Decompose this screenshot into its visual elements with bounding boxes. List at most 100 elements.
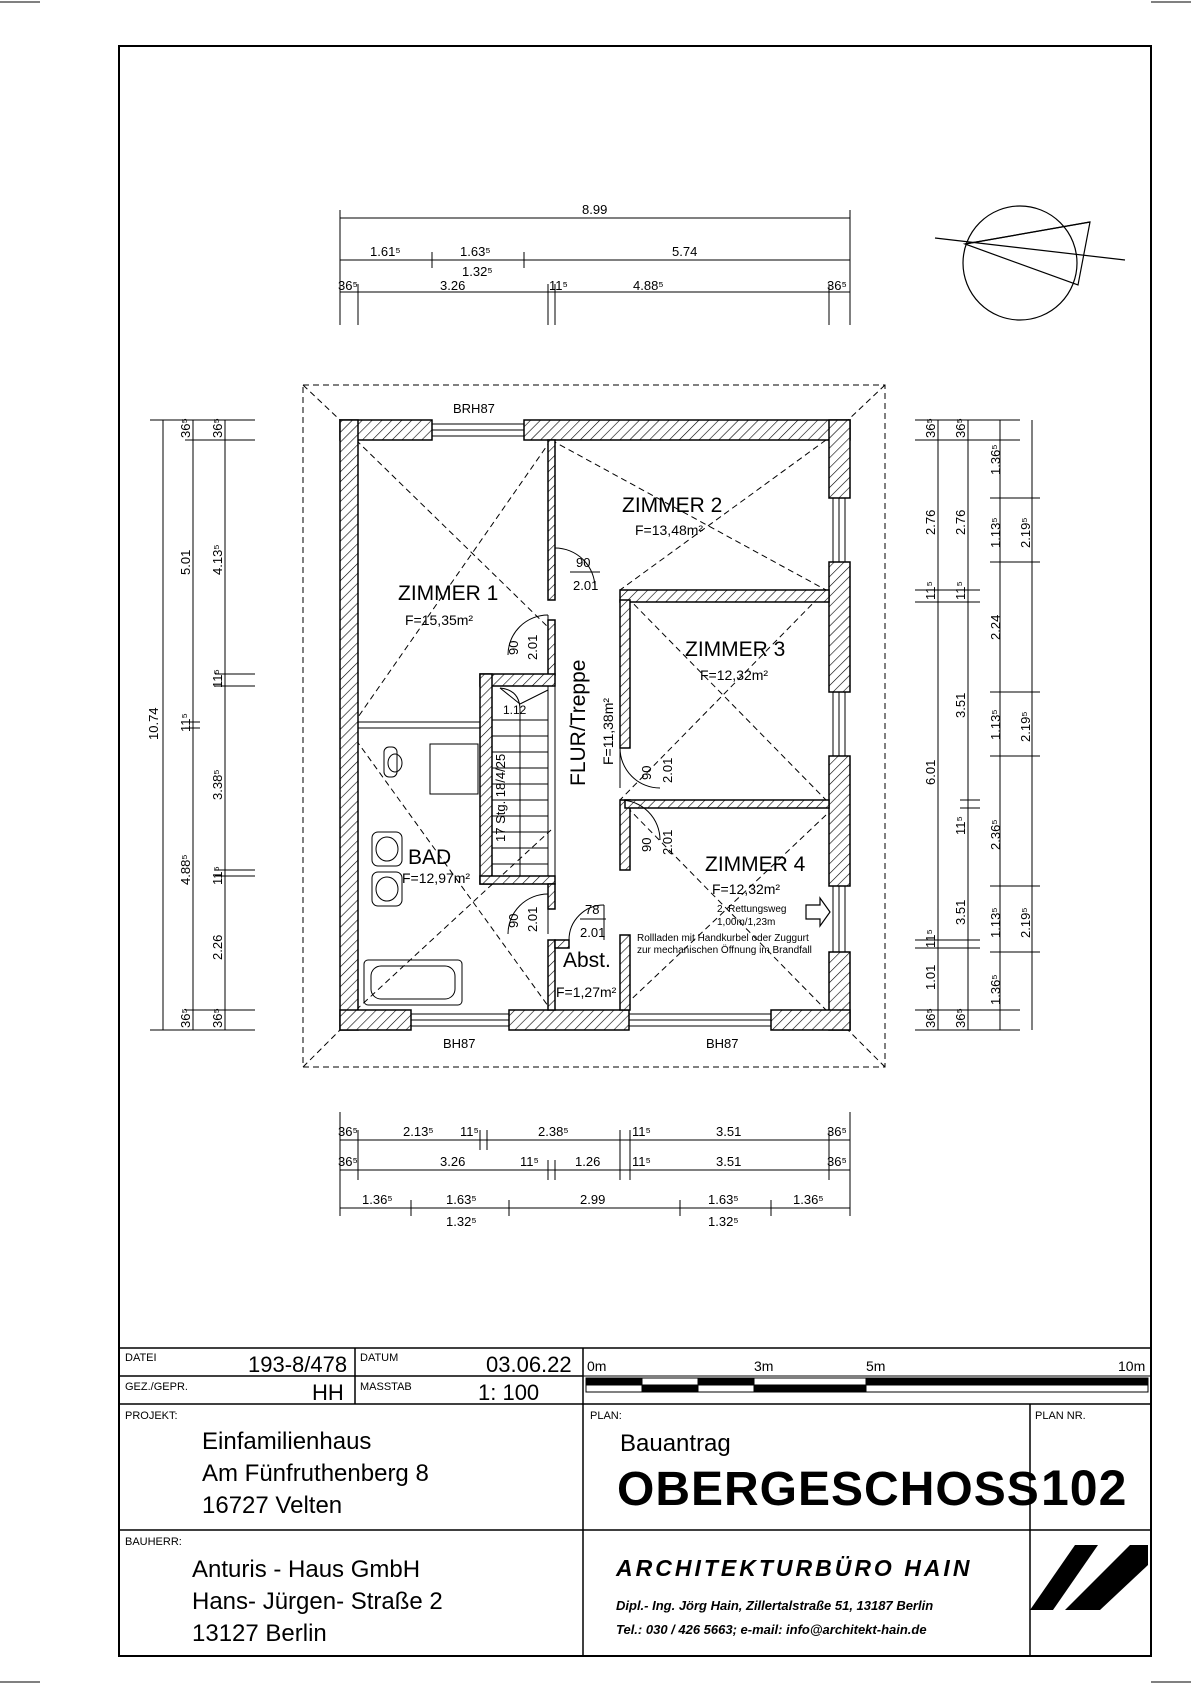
room-area-flur: F=11,38m² [600,698,616,765]
dim-left-overall: 10.74 [146,707,161,740]
dim-bottom: 36⁵ [827,1124,847,1139]
plan-title: OBERGESCHOSS [617,1463,1040,1516]
dim-left: 36⁵ [210,1008,225,1028]
dim-bottom: 1.36⁵ [362,1192,393,1207]
dim-right: 36⁵ [923,1008,938,1028]
room-area-zimmer2: F=13,48m² [635,522,703,538]
dim-left: 36⁵ [178,418,193,438]
bh-right-label: BH87 [706,1036,739,1051]
bh-left-label: BH87 [443,1036,476,1051]
projekt-line: Am Fünfruthenberg 8 [202,1460,429,1487]
dim-right: 2.19⁵ [1018,711,1033,742]
scale-tick: 3m [754,1358,774,1374]
dim-left: 2.26 [210,935,225,960]
dimension-chains-top [339,210,851,325]
room-name-bad: BAD [408,846,451,869]
dim-bottom: 36⁵ [338,1124,358,1139]
dim-right: 3.51 [953,693,968,718]
projekt-line: Einfamilienhaus [202,1428,372,1455]
dim-left: 11⁵ [210,669,225,688]
dim-bottom: 1.32⁵ [708,1214,739,1229]
dim-right: 1.13⁵ [988,907,1003,938]
datum-label: DATUM [360,1352,399,1364]
dim-right: 36⁵ [923,418,938,438]
dim-bottom: 2.99 [580,1192,605,1207]
dim-top: 1.61⁵ [370,244,401,259]
dim-right: 2.76 [953,510,968,535]
office-logo-icon [1030,1545,1148,1610]
room-name-zimmer2: ZIMMER 2 [622,494,722,517]
dim-right: 2.19⁵ [1018,517,1033,548]
door-height: 2.01 [525,907,540,932]
masstab-value: 1: 100 [478,1380,540,1405]
door-height: 2.01 [660,758,675,783]
dim-bottom: 11⁵ [632,1154,651,1169]
dimension-chains-left [150,419,255,1031]
dim-top: 5.74 [672,244,697,259]
dim-top: 36⁵ [338,278,358,293]
plannr-label: PLAN NR. [1035,1410,1086,1422]
datei-label: DATEI [125,1352,157,1364]
room-area-abst: F=1,27m² [556,984,617,1000]
dim-right: 11⁵ [923,581,938,600]
stair-width-label: 1.12 [503,703,527,717]
room-name-zimmer4: ZIMMER 4 [705,853,806,876]
office-name: ARCHITEKTURBÜRO HAIN [616,1555,973,1581]
room-area-bad: F=12,97m² [402,870,470,886]
dim-top: 4.88⁵ [633,278,664,293]
gez-label: GEZ./GEPR. [125,1381,188,1393]
dim-top: 1.63⁵ [460,244,491,259]
dim-right: 2.76 [923,510,938,535]
dim-bottom: 36⁵ [338,1154,358,1169]
scale-tick: 10m [1118,1358,1146,1374]
dim-right: 2.19⁵ [1018,907,1033,938]
stairs [491,685,549,877]
shower-icon [429,743,479,795]
roof-outline [302,384,886,1068]
dim-right: 1.13⁵ [988,709,1003,740]
dim-left: 4.88⁵ [178,854,193,885]
bath-fixtures [363,743,479,1006]
door-width: 78 [585,902,599,917]
office-address: Dipl.- Ing. Jörg Hain, Zillertalstraße 5… [616,1598,934,1613]
dim-top: 1.32⁵ [462,264,493,279]
north-arrow-icon [934,205,1126,321]
bauherr-label: BAUHERR: [125,1536,182,1548]
rollladen-note-1: Rollladen mit Handkurbel oder Zuggurt [637,933,809,944]
dim-left: 11⁵ [210,866,225,885]
dim-right: 36⁵ [953,1008,968,1028]
door-height: 2.01 [525,635,540,660]
door-width: 90 [576,555,590,570]
dim-bottom: 36⁵ [827,1154,847,1169]
door-height: 2.01 [660,830,675,855]
escape-route-arrow-icon [805,896,831,928]
door-height: 2.01 [573,578,598,593]
door-height: 2.01 [580,925,605,940]
dimension-chains-bottom [339,1112,851,1216]
dim-right: 1.13⁵ [988,517,1003,548]
door-width: 90 [639,766,654,780]
dim-left: 11⁵ [178,713,193,732]
dim-left: 4.13⁵ [210,544,225,575]
dim-right: 2.24 [988,615,1003,640]
datum-value: 03.06.22 [486,1352,572,1377]
dim-bottom: 1.26 [575,1154,600,1169]
dim-bottom: 2.13⁵ [403,1124,434,1139]
dim-top: 11⁵ [549,278,568,293]
dim-bottom: 11⁵ [632,1124,651,1139]
stairs-label: 17 Stg. 18/4/25 [493,754,508,842]
dim-right: 11⁵ [953,581,968,600]
rettungsweg-label: 2. Rettungsweg [717,904,787,915]
title-block [119,1347,1151,1656]
dim-right: 1.36⁵ [988,974,1003,1005]
interior-walls [479,439,830,1011]
exterior-walls [339,419,851,1031]
rollladen-note-2: zur mechanischen Öffnung im Brandfall [637,944,812,956]
dim-right: 36⁵ [953,418,968,438]
datei-value: 193-8/478 [248,1352,348,1377]
dim-bottom: 2.38⁵ [538,1124,569,1139]
room-name-zimmer1: ZIMMER 1 [398,582,498,605]
dim-bottom: 3.51 [716,1154,741,1169]
sheet-frame [118,45,1152,1657]
